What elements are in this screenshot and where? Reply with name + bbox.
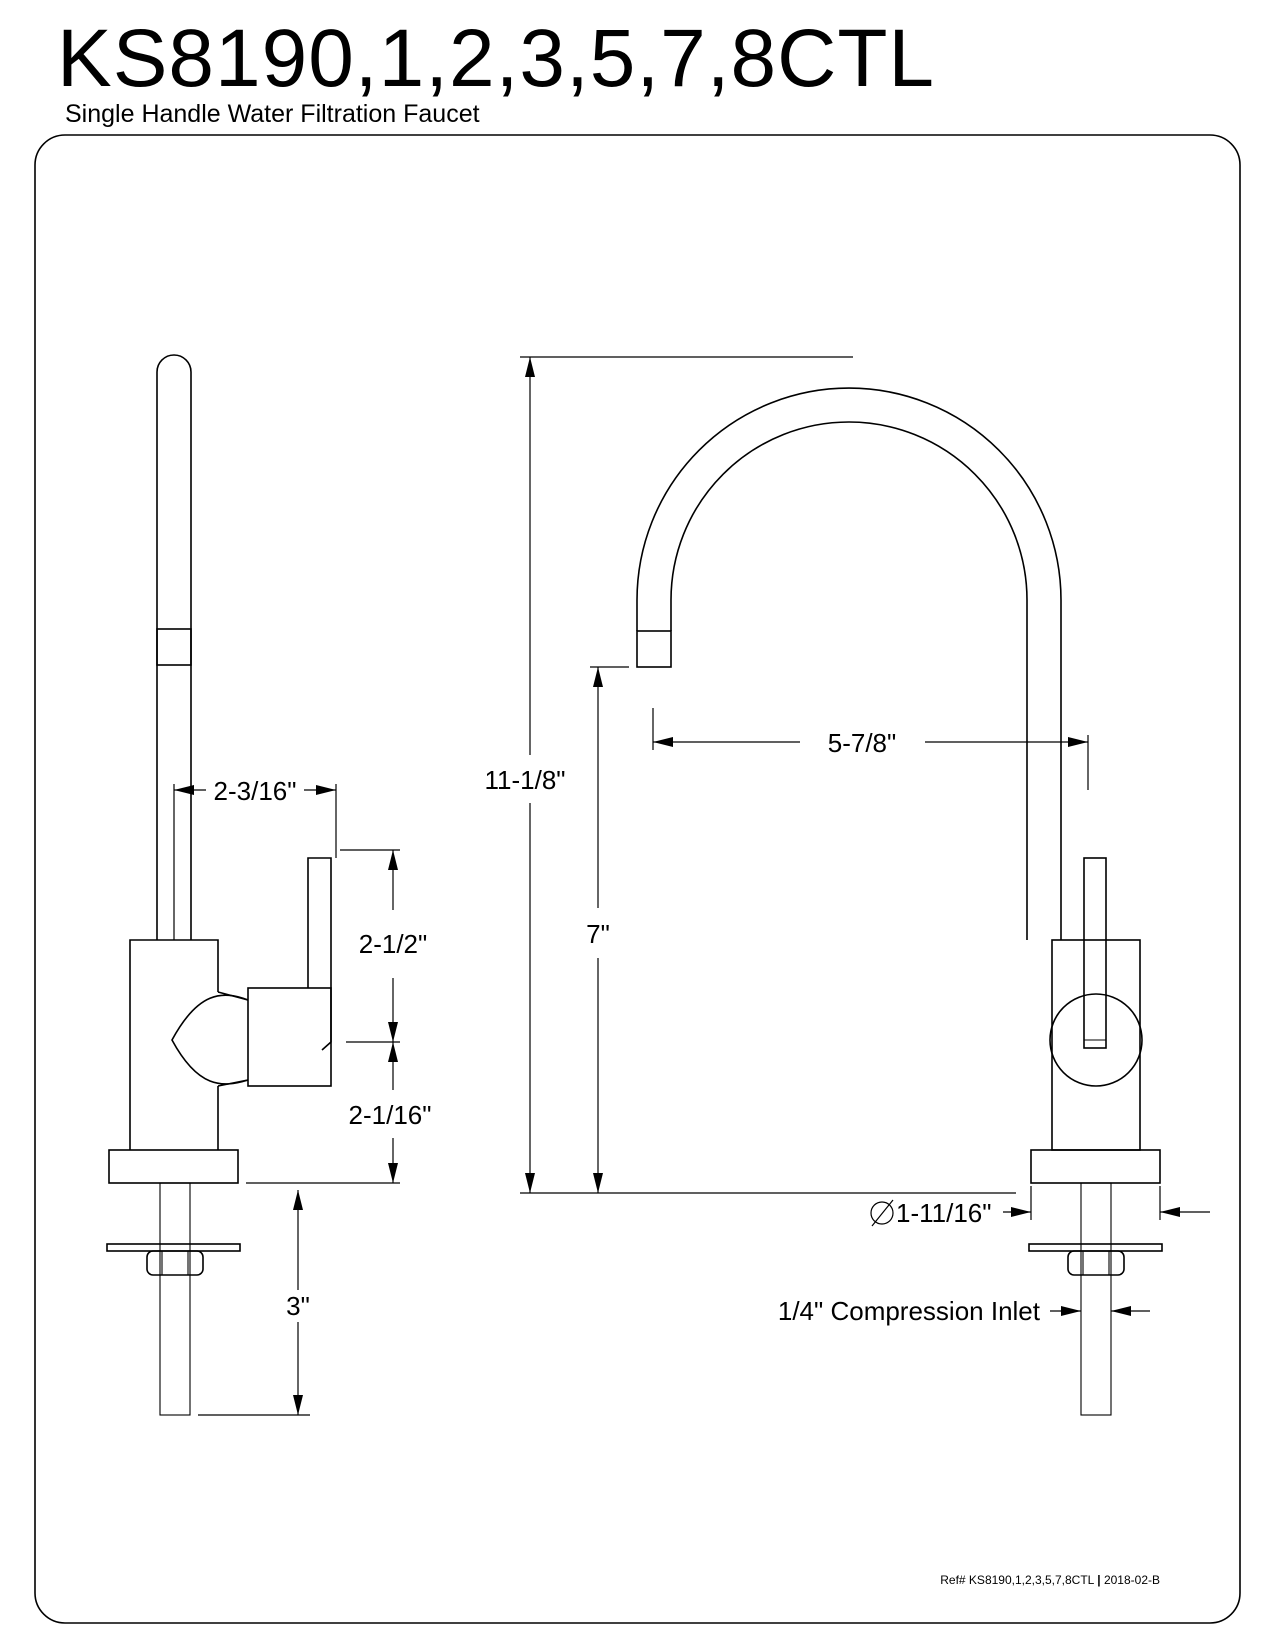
dim-body-height-label: 2-1/16" [349, 1100, 432, 1130]
dim-handle-height: 2-1/2" [340, 849, 428, 1043]
front-handle-hub [1049, 993, 1143, 1087]
front-mounting-nut [1067, 1250, 1125, 1276]
side-mounting-nut [146, 1250, 204, 1276]
side-threaded-shank [159, 1182, 191, 1416]
dim-base-diameter-label: 1-11/16" [896, 1198, 991, 1228]
dim-spout-offset-label: 2-3/16" [214, 776, 297, 806]
side-mounting-washer [106, 1243, 241, 1252]
dim-shank-length: 3" [198, 1190, 310, 1416]
side-spout-tube [156, 354, 192, 940]
dim-spout-offset: 2-3/16" [173, 776, 337, 940]
front-base-plate [1030, 1149, 1161, 1184]
side-view: 2-3/16" 2-1/2" 2-1/16" [106, 354, 432, 1416]
front-gooseneck-spout [636, 387, 1062, 940]
side-handle-lever [307, 857, 332, 1051]
side-handle-hub [247, 987, 332, 1087]
dim-spout-height: 7" [586, 666, 629, 1193]
front-threaded-shank [1080, 1182, 1112, 1416]
front-view: 11-1/8" 7" 5-7/8" [484, 356, 1210, 1416]
reference-footer: Ref# KS8190,1,2,3,5,7,8CTL | 2018-02-B [940, 1573, 1160, 1587]
dim-shank-length-label: 3" [286, 1291, 310, 1321]
dim-spout-reach: 5-7/8" [652, 708, 1089, 790]
front-body [1051, 939, 1141, 1151]
front-handle-lever [1083, 857, 1107, 1049]
side-base-plate [108, 1149, 239, 1184]
dim-spout-height-label: 7" [586, 919, 610, 949]
drawing-frame [34, 134, 1241, 1624]
dim-body-height: 2-1/16" [246, 1042, 432, 1184]
dim-overall-height-label: 11-1/8" [484, 765, 565, 795]
product-description: Single Handle Water Filtration Faucet [65, 100, 480, 128]
revision-code: 2018-02-B [1103, 1573, 1160, 1587]
front-mounting-washer [1028, 1243, 1163, 1252]
dim-inlet-label: 1/4" Compression Inlet [778, 1296, 1041, 1326]
side-cartridge-dome [171, 994, 249, 1085]
side-spout-collar [156, 628, 192, 666]
dim-inlet: 1/4" Compression Inlet [778, 1296, 1150, 1326]
dim-base-diameter: 1-11/16" [870, 1186, 1210, 1228]
dim-handle-height-label: 2-1/2" [359, 929, 428, 959]
front-aerator [636, 630, 672, 668]
footer-separator: | [1097, 1573, 1104, 1587]
dim-spout-reach-label: 5-7/8" [828, 728, 897, 758]
diameter-symbol-icon [870, 1201, 894, 1225]
dim-overall-height: 11-1/8" [484, 356, 1016, 1194]
reference-number: Ref# KS8190,1,2,3,5,7,8CTL [940, 1573, 1094, 1587]
model-title: KS8190,1,2,3,5,7,8CTL [57, 13, 936, 104]
